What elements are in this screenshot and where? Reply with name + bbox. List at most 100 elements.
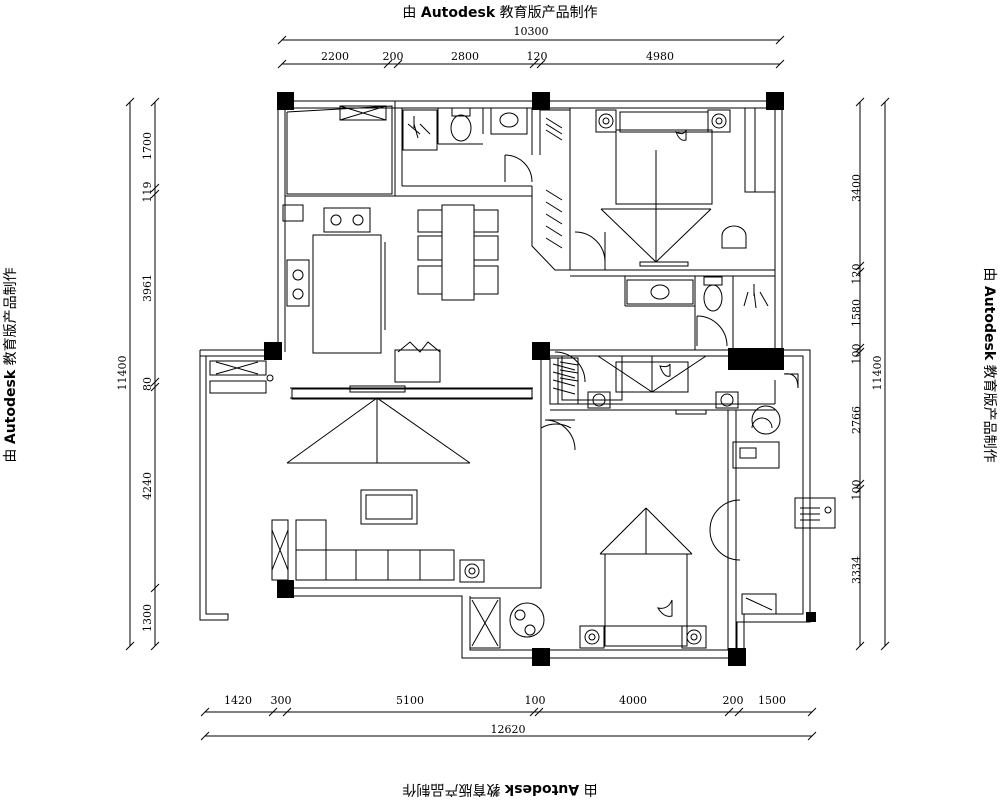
chair xyxy=(417,209,443,233)
dim-top-total: 10300 xyxy=(514,25,549,38)
bedroom-2 xyxy=(549,351,739,409)
chair xyxy=(473,265,499,295)
dim-left-segment: 1300 xyxy=(141,604,154,632)
nightstand xyxy=(715,391,739,409)
double-bed xyxy=(615,129,713,205)
dim-bottom-segment: 1500 xyxy=(758,694,786,707)
column xyxy=(806,612,816,622)
dimension-ticks xyxy=(200,707,817,741)
dim-bottom-segment: 4000 xyxy=(619,694,647,707)
dim-bottom-total: 12620 xyxy=(491,723,526,736)
door-swing xyxy=(504,154,533,183)
top-left-room xyxy=(286,105,393,195)
toilet-icon xyxy=(450,114,472,142)
round-table xyxy=(509,602,545,638)
sofa xyxy=(295,549,455,581)
bed-blanket-fold xyxy=(675,129,687,141)
tv xyxy=(349,385,406,393)
washing-machine xyxy=(741,593,777,615)
dimension-ticks xyxy=(277,35,785,69)
watermark-top: 由 Autodesk 教育版产品制作 xyxy=(0,2,1000,22)
shower-spray xyxy=(407,123,421,135)
shower-area xyxy=(402,109,438,151)
sofa-side xyxy=(295,519,327,551)
nightstand xyxy=(707,109,731,133)
lamp-icon xyxy=(711,113,727,129)
dim-top-segment: 4980 xyxy=(646,50,674,63)
lamp-icon xyxy=(686,629,702,645)
dim-top-segment: 120 xyxy=(527,50,548,63)
dim-left-segment: 4240 xyxy=(141,472,154,500)
vanity xyxy=(626,279,694,305)
watermark-suffix: 教育版产品制作 xyxy=(499,5,598,21)
footboard xyxy=(604,625,688,647)
nightstand xyxy=(681,625,707,649)
dim-top-segment: 2800 xyxy=(451,50,479,63)
dim-left-segment: 119 xyxy=(141,182,154,203)
dim-bottom-segment: 200 xyxy=(723,694,744,707)
toilet-icon xyxy=(703,284,723,312)
laundry-sink xyxy=(209,360,267,376)
dim-left-segment: 3961 xyxy=(141,274,154,302)
entry-door xyxy=(540,423,572,429)
watermark-brand: Autodesk xyxy=(420,5,496,21)
balcony-cabinet xyxy=(209,380,267,394)
bed-blanket-fold xyxy=(656,599,673,617)
bedroom-3 xyxy=(469,409,707,649)
wardrobe-rail xyxy=(639,261,689,267)
ceiling-light-cross xyxy=(286,397,378,464)
column xyxy=(277,580,294,598)
side-table xyxy=(459,559,485,583)
exterior-walls xyxy=(199,100,811,659)
interior-walls xyxy=(285,101,776,650)
kitchen xyxy=(282,204,386,354)
laundry-sink xyxy=(794,497,836,529)
master-bedroom xyxy=(574,107,776,270)
door-swing xyxy=(574,231,606,263)
dim-left-segment: 80 xyxy=(141,377,154,391)
dimension-bottom: 1420 300 5100 100 4000 200 1500 12620 xyxy=(200,694,817,741)
dim-right-segment: 100 xyxy=(850,480,863,501)
dim-top-segment: 2200 xyxy=(321,50,349,63)
second-bathroom xyxy=(626,276,769,347)
fridge xyxy=(282,204,304,222)
coffee-table xyxy=(360,489,418,525)
column xyxy=(728,348,784,370)
chair xyxy=(417,235,443,261)
tv-cabinet xyxy=(291,388,533,400)
washbasin-icon xyxy=(650,284,670,300)
lamp-icon xyxy=(464,563,480,579)
column xyxy=(264,342,282,360)
side-cabinet xyxy=(394,349,441,383)
toilet-tank xyxy=(451,107,471,117)
nightstand xyxy=(595,109,617,133)
door-swing xyxy=(554,351,586,383)
counter-island xyxy=(312,234,382,354)
balcony-left xyxy=(209,360,274,394)
lamp-icon xyxy=(592,393,606,407)
chair xyxy=(721,225,747,249)
watermark-prefix: 由 xyxy=(402,5,417,21)
dim-left-total: 11400 xyxy=(116,356,129,391)
washbasin-icon xyxy=(499,112,519,128)
nightstand xyxy=(579,625,605,649)
dim-left-segment: 1700 xyxy=(141,132,154,160)
chair xyxy=(417,265,443,295)
window-bay xyxy=(744,107,776,193)
vanity xyxy=(490,107,528,135)
chair xyxy=(473,209,499,233)
dim-right-segment: 3400 xyxy=(850,174,863,202)
wardrobe-rail xyxy=(675,409,707,415)
dim-bottom-segment: 1420 xyxy=(224,694,252,707)
nightstand xyxy=(587,391,611,409)
hall-wardrobe xyxy=(531,109,571,271)
vanity xyxy=(732,441,780,469)
window-seat xyxy=(271,519,289,581)
dim-right-segment: 3334 xyxy=(850,556,863,584)
headboard xyxy=(619,111,709,133)
mirror xyxy=(751,417,773,429)
dim-right-segment: 2766 xyxy=(850,406,863,434)
column xyxy=(532,342,550,360)
dimension-right: 3400 120 1580 100 2766 100 3334 11400 xyxy=(850,97,890,651)
dimension-top: 10300 2200 200 2800 120 4980 xyxy=(277,25,785,69)
